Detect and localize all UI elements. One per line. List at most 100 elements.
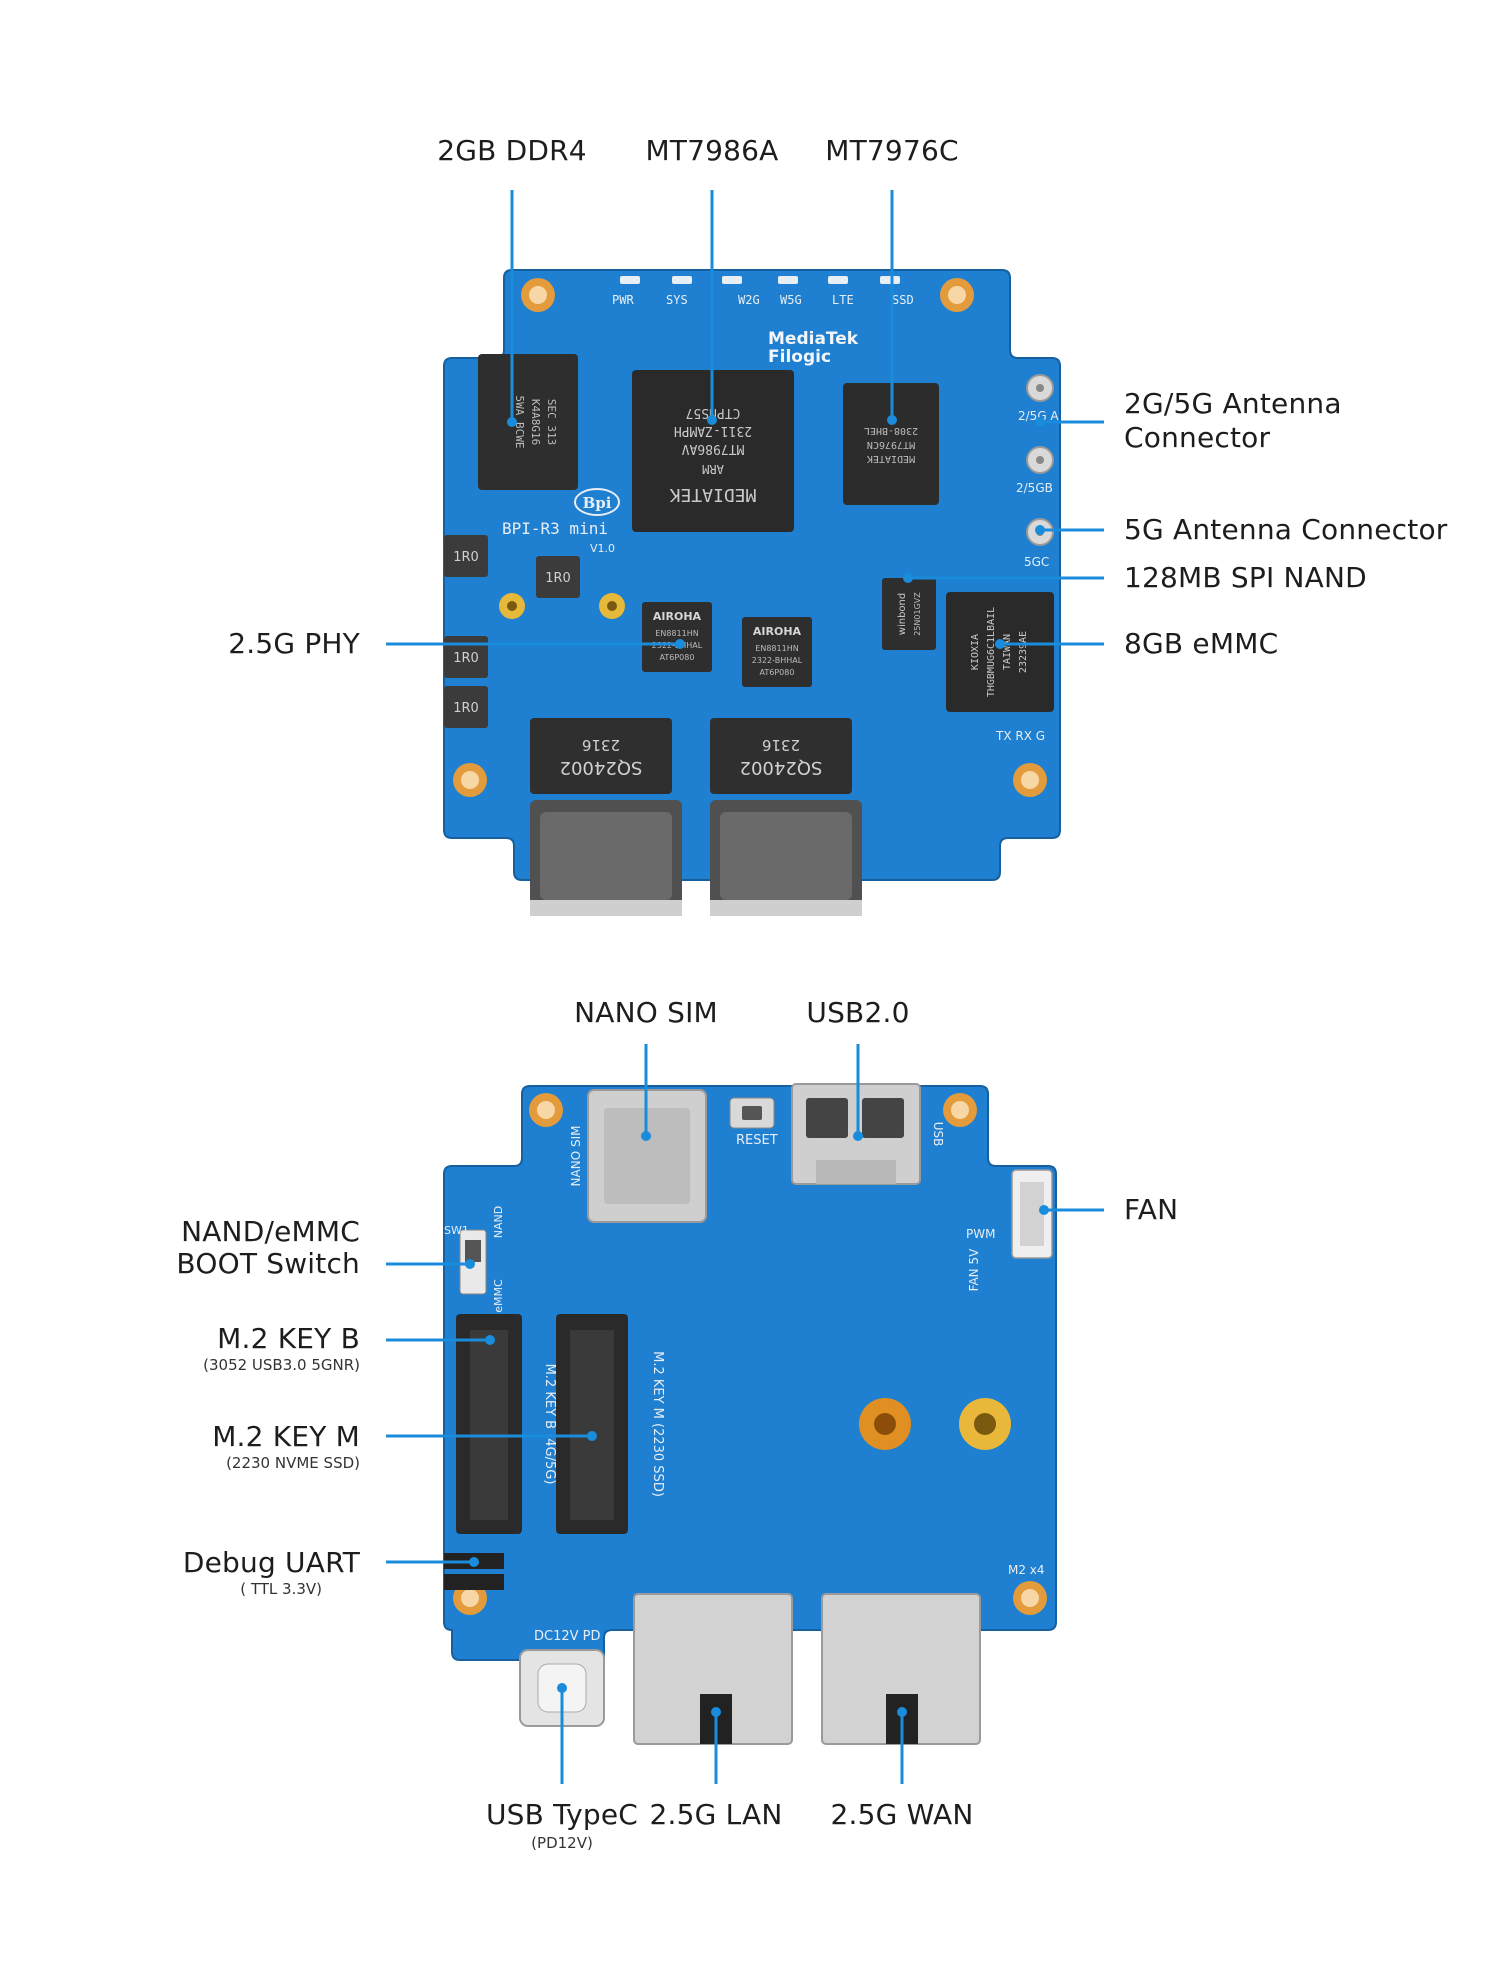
svg-text:winbond: winbond	[897, 593, 908, 635]
leader-dot	[707, 415, 717, 425]
silk-nano-sim: NANO SIM	[569, 1126, 583, 1187]
silk-dc: DC12V PD	[534, 1629, 601, 1644]
svg-text:AT6P080: AT6P080	[660, 653, 695, 662]
fan-connector	[1011, 1169, 1053, 1259]
label-uart: Debug UART	[182, 1546, 360, 1579]
leader-lines	[386, 190, 1104, 1784]
label-typec-sub: (PD12V)	[531, 1834, 593, 1852]
wifi-chip: MEDIATEK MT7976CN 2308-BHEL	[843, 383, 939, 505]
inductor: 1R0	[444, 686, 488, 728]
reset-button	[729, 1097, 775, 1129]
gold-pad	[959, 1398, 1011, 1450]
svg-text:23239AE: 23239AE	[1018, 631, 1029, 673]
inductor: 1R0	[444, 535, 488, 577]
ddr4-marking-1: SEC 313	[545, 399, 558, 445]
leader-dot	[995, 639, 1005, 649]
silk-m2b: M.2 KEY B (4G/5G)	[542, 1364, 557, 1485]
inductor: 1R0	[444, 636, 488, 678]
label-phy: 2.5G PHY	[228, 627, 360, 660]
silk-nand: NAND	[492, 1206, 505, 1238]
bpi-logo: Bpi	[574, 488, 620, 516]
silk-reset: RESET	[736, 1133, 778, 1148]
leader-dots	[465, 415, 1049, 1717]
label-usb2: USB2.0	[806, 996, 910, 1029]
antenna-connector-2g5g-a	[1026, 374, 1054, 402]
inductor: 1R0	[536, 556, 580, 598]
led-label-ssd: SSD	[892, 293, 914, 307]
magnetics: SQ24002 2316	[530, 718, 672, 794]
m2-key-b-slot	[456, 1314, 522, 1534]
label-m2m: M.2 KEY M	[212, 1420, 360, 1453]
leader-dot	[587, 1431, 597, 1441]
label-soc: MT7986A	[645, 134, 779, 167]
leader-dot	[557, 1683, 567, 1693]
mount-hole	[521, 278, 555, 312]
soc-chip: MEDIATEK ARM MT7986AV 2311-ZAMPH CTPNS57	[632, 370, 794, 532]
phy-chip: AIROHA EN8811HN 2322-BHHAL AT6P080	[742, 617, 812, 687]
board-version: V1.0	[590, 542, 615, 555]
magnetics: SQ24002 2316	[710, 718, 852, 794]
leader-dot	[903, 573, 913, 583]
leader-dot	[1035, 525, 1045, 535]
silk-usb: USB	[931, 1122, 945, 1147]
board-name: BPI-R3 mini	[502, 519, 608, 538]
top-board: PWR SYS W2G W5G LTE SSD MediaTek Filogic…	[443, 269, 1061, 916]
silk-ant-a: 2/5G A	[1018, 409, 1059, 423]
leader-dot	[887, 415, 897, 425]
led-label-w2g: W2G	[738, 293, 760, 307]
svg-text:SQ24002: SQ24002	[740, 757, 823, 778]
rj45-lan	[633, 1593, 793, 1745]
gold-pad	[499, 593, 525, 619]
silk-pwm: PWM	[966, 1227, 995, 1241]
soc-marking-3: MT7986AV	[682, 441, 745, 456]
leader-dot	[641, 1131, 651, 1141]
label-m2m-sub: (2230 NVME SSD)	[226, 1454, 360, 1472]
svg-text:1R0: 1R0	[453, 550, 479, 565]
mount-hole	[1013, 1581, 1047, 1615]
svg-text:AT6P080: AT6P080	[760, 668, 795, 677]
silk-sw1: SW1	[444, 1224, 469, 1237]
leader-dot	[469, 1557, 479, 1567]
svg-text:THGBMUG6C1LBAIL: THGBMUG6C1LBAIL	[986, 607, 997, 697]
gold-pad	[599, 593, 625, 619]
led-label-lte: LTE	[832, 293, 854, 307]
ddr4-marking-3: 5WA BCWE	[513, 396, 526, 449]
svg-text:EN8811HN: EN8811HN	[755, 644, 798, 653]
soc-marking-2: ARM	[702, 462, 724, 476]
leader-dot	[897, 1707, 907, 1717]
silk-ant-b: 2/5GB	[1016, 481, 1053, 495]
led-label-w5g: W5G	[780, 293, 802, 307]
label-ddr: 2GB DDR4	[437, 134, 587, 167]
ddr4-chip: SEC 313 K4A8G16 5WA BCWE	[478, 354, 578, 490]
svg-text:Bpi: Bpi	[583, 494, 612, 512]
leader-dot	[507, 417, 517, 427]
silk-uart: TX RX G	[995, 729, 1045, 743]
svg-text:2322-BHHAL: 2322-BHHAL	[752, 656, 803, 665]
led-label-sys: SYS	[666, 293, 688, 307]
mount-hole	[940, 278, 974, 312]
label-nand: 128MB SPI NAND	[1124, 561, 1367, 594]
label-m2b-sub: (3052 USB3.0 5GNR)	[203, 1356, 360, 1374]
svg-text:TAIWAN: TAIWAN	[1002, 634, 1013, 670]
label-emmc: 8GB eMMC	[1124, 627, 1279, 660]
leader-dot	[485, 1335, 495, 1345]
leader-dot	[1039, 1205, 1049, 1215]
svg-text:2316: 2316	[582, 736, 620, 754]
svg-text:EN8811HN: EN8811HN	[655, 629, 698, 638]
silk-m2m: M.2 KEY M (2230 SSD)	[650, 1351, 665, 1497]
label-m2b: M.2 KEY B	[217, 1322, 360, 1355]
silk-m2x4: M2 x4	[1008, 1563, 1045, 1577]
silk-ant-5gc: 5GC	[1024, 555, 1049, 569]
svg-text:1R0: 1R0	[545, 571, 571, 586]
mount-hole	[943, 1093, 977, 1127]
silk-emmc: eMMC	[492, 1279, 505, 1313]
wifi-marking-3: 2308-BHEL	[864, 425, 918, 436]
label-typec: USB TypeC	[485, 1798, 639, 1831]
phy-chip: AIROHA EN8811HN 2322-BHHAL AT6P080	[642, 602, 712, 672]
svg-text:1R0: 1R0	[453, 701, 479, 716]
mount-hole	[529, 1093, 563, 1127]
brand-filogic: Filogic	[768, 347, 831, 367]
label-boot: NAND/eMMC BOOT Switch	[176, 1215, 360, 1280]
leader-dot	[1035, 417, 1045, 427]
